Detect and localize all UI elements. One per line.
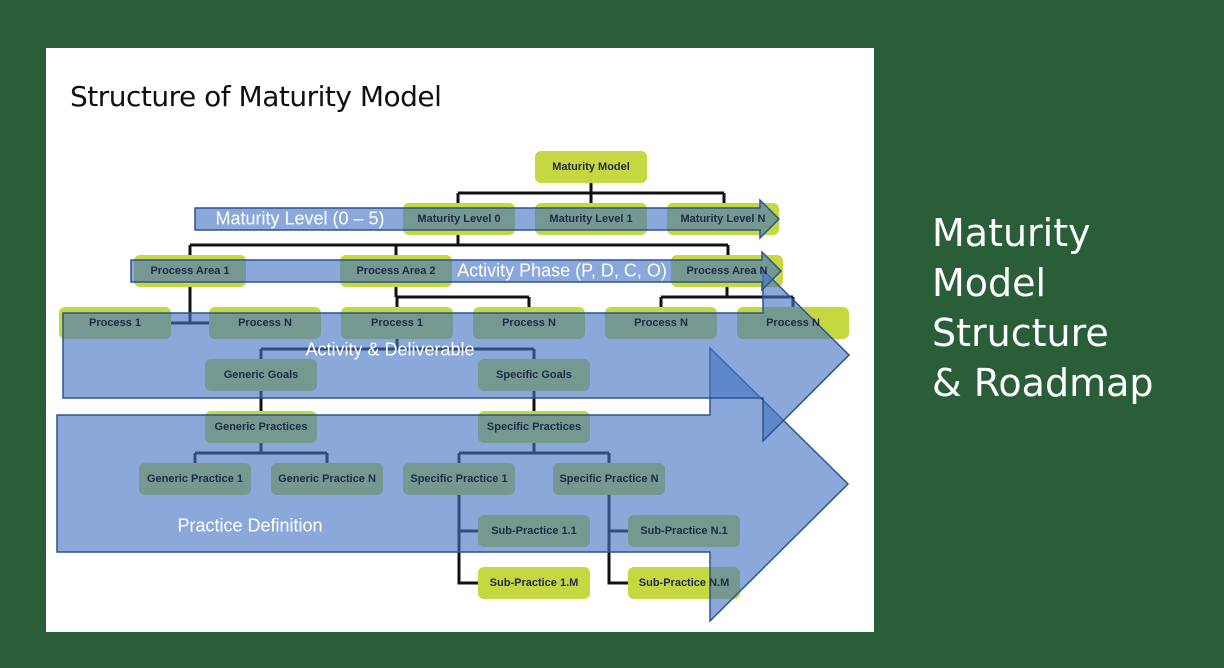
box-label: Generic Practices [214,421,308,433]
side-title: Maturity Model Structure & Roadmap [932,208,1154,408]
arrow-activity-deliverable [62,268,851,443]
box-label: Process N [502,317,556,329]
box-label: Process N [238,317,292,329]
box-label: Generic Goals [223,369,299,381]
side-title-line: & Roadmap [932,361,1154,405]
side-title-line: Maturity [932,211,1091,255]
box-label: Sub-Practice 1.1 [491,525,577,537]
box-label: Generic Practice 1 [146,473,243,485]
box-label: Process 1 [89,317,141,329]
box-label: Process Area 1 [150,265,230,277]
box-label: Sub-Practice N.M [638,577,730,589]
box-label: Process 1 [371,317,423,329]
box-label: Generic Practice N [278,473,376,485]
box-label: Maturity Level N [680,213,766,225]
side-title-line: Structure [932,311,1109,355]
arrow-activity-phase [130,250,783,292]
box-label: Process Area 2 [356,265,436,277]
box-label: Sub-Practice 1.M [489,577,579,589]
box-label: Specific Practice 1 [410,473,508,485]
box-label: Maturity Model [552,161,630,173]
box-label: Process N [634,317,688,329]
box-label: Maturity Level 0 [417,213,501,225]
arrow-label-maturity-level: Maturity Level (0 – 5) [215,208,385,229]
arrow-maturity-level [194,198,781,240]
box-label: Specific Practices [486,421,582,433]
arrow-label-activity-phase: Activity Phase (P, D, C, O) [457,260,667,281]
box-maturity-model: Maturity Model [535,151,647,183]
box-sub-practice: Sub-Practice 1.M [478,567,590,599]
side-title-line: Model [932,261,1047,305]
arrow-label-practice-definition: Practice Definition [177,515,323,536]
box-label: Maturity Level 1 [549,213,633,225]
box-sub-practice: Sub-Practice N.M [628,567,740,599]
box-label: Specific Practice N [559,473,659,485]
arrow-practice-definition [56,346,850,623]
box-label: Specific Goals [496,369,572,381]
arrow-label-activity-deliverable: Activity & Deliverable [305,339,475,360]
box-label: Process Area N [686,265,768,277]
box-label: Sub-Practice N.1 [640,525,728,537]
box-label: Process N [766,317,820,329]
slide-title: Structure of Maturity Model [70,80,442,113]
